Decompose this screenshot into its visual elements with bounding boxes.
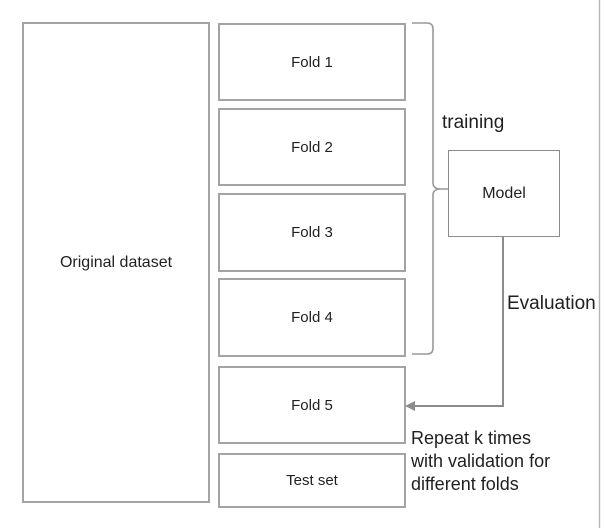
fold-3-box: Fold 3	[218, 193, 406, 272]
fold-1-label: Fold 1	[291, 53, 333, 71]
training-brace	[412, 22, 448, 355]
evaluation-label: Evaluation	[507, 293, 596, 314]
fold-4-label: Fold 4	[291, 309, 333, 326]
fold-5-label: Fold 5	[291, 396, 333, 414]
evaluation-arrowhead-icon	[405, 401, 415, 411]
fold-2-label: Fold 2	[291, 138, 333, 156]
fold-3-label: Fold 3	[291, 224, 333, 241]
original-dataset-label: Original dataset	[59, 253, 173, 271]
training-label: training	[442, 112, 505, 133]
test-set-box: Test set	[218, 453, 406, 508]
fold-4-box: Fold 4	[218, 278, 406, 357]
fold-5-box: Fold 5	[218, 366, 406, 444]
original-dataset-box: Original dataset	[22, 22, 210, 503]
repeat-note-label: Repeat k times with validation for diffe…	[411, 428, 551, 494]
evaluation-arrow-line	[414, 237, 504, 407]
fold-2-box: Fold 2	[218, 108, 406, 186]
fold-1-box: Fold 1	[218, 23, 406, 101]
test-set-label: Test set	[286, 472, 338, 489]
model-label: Model	[482, 184, 526, 202]
model-box: Model	[448, 150, 560, 237]
